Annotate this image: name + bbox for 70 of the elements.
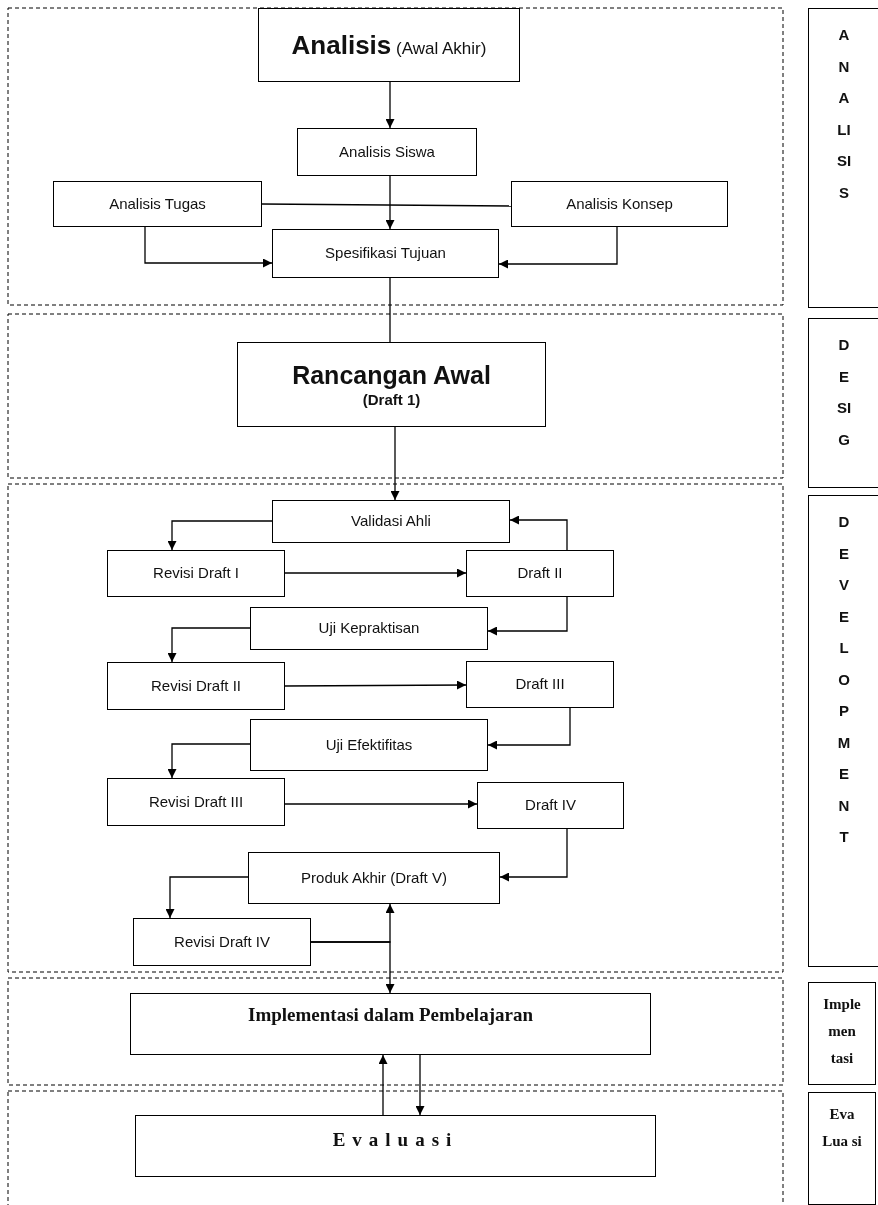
process-box	[250, 607, 488, 650]
arrow	[284, 680, 467, 690]
process-box	[248, 852, 500, 904]
step-label: Implementasi dalam Pembelajaran	[248, 1003, 533, 1027]
arrow	[144, 226, 273, 268]
step-label: Produk Akhir (Draft V)	[301, 868, 447, 888]
arrow	[390, 426, 400, 501]
arrow	[167, 743, 251, 779]
process-box	[477, 782, 624, 829]
arrow	[499, 828, 568, 882]
process-box	[133, 918, 311, 966]
step-label: Validasi Ahli	[351, 512, 431, 531]
step-label: Spesifikasi Tujuan	[325, 244, 446, 263]
arrow	[509, 515, 568, 551]
step-label: Uji Efektifitas	[325, 735, 413, 755]
step-label: Revisi Draft IV	[174, 932, 270, 952]
phase-label: ANALISIS	[836, 25, 852, 203]
arrow	[284, 799, 478, 809]
process-box	[250, 719, 488, 771]
step-label: Uji Kepraktisan	[318, 619, 420, 638]
step-label: Evaluasi	[332, 1128, 459, 1152]
step-label: Analisis (Awal Akhir)	[291, 28, 487, 62]
step-label: Analisis Siswa	[339, 142, 435, 162]
process-box	[107, 662, 285, 710]
process-box	[107, 550, 285, 597]
phase-label-box	[808, 318, 878, 488]
phase-label-box	[808, 982, 876, 1085]
arrow	[415, 1054, 425, 1116]
arrow	[310, 941, 395, 994]
step-label: Analisis Konsep	[566, 194, 673, 214]
process-box	[130, 993, 651, 1055]
step-label: Draft II	[517, 564, 563, 583]
arrow	[165, 876, 249, 919]
process-box	[466, 661, 614, 708]
step-label: Draft IV	[525, 796, 576, 815]
arrow	[385, 175, 395, 230]
arrow	[378, 1054, 388, 1116]
phase-label: DEVELOPMENT	[836, 512, 852, 847]
arrow	[498, 226, 618, 269]
process-box	[237, 342, 546, 427]
step-label: Revisi Draft III	[148, 792, 244, 812]
process-box	[135, 1115, 656, 1177]
arrow	[487, 707, 571, 750]
process-box	[511, 181, 728, 227]
arrow	[385, 81, 395, 129]
step-label: Draft III	[515, 675, 565, 694]
arrow	[487, 596, 568, 636]
process-box	[107, 778, 285, 826]
phase-label-box	[808, 495, 878, 967]
arrow	[167, 520, 273, 551]
connector-line	[261, 203, 512, 207]
step-sublabel: (Draft 1)	[362, 390, 421, 410]
process-box	[258, 8, 520, 82]
arrow	[284, 568, 467, 578]
process-box	[272, 500, 510, 543]
phase-label: DESIG	[836, 335, 852, 450]
step-label: Analisis Tugas	[109, 194, 206, 214]
process-box	[272, 229, 499, 278]
step-label: Revisi Draft II	[151, 676, 241, 696]
process-box	[53, 181, 262, 227]
phase-label: Imple men tasi	[822, 995, 862, 1068]
process-box	[297, 128, 477, 176]
step-label: Revisi Draft I	[153, 564, 239, 583]
phase-label: Eva Lua si	[821, 1105, 863, 1151]
connector-line	[389, 277, 391, 343]
phase-label-box	[808, 8, 878, 308]
phase-label-box	[808, 1092, 876, 1205]
step-label: Rancangan Awal	[292, 359, 491, 391]
arrow	[167, 627, 251, 663]
process-box	[466, 550, 614, 597]
